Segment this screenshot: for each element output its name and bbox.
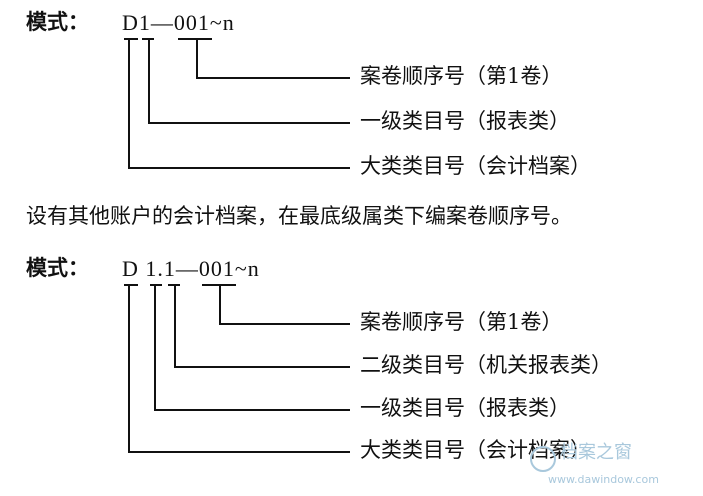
underline-level1-2 [150,284,162,286]
diagram1-row-level1: 一级类目号（报表类） [360,109,570,133]
diagram2-row-level2: 二级类目号（机关报表类） [360,353,612,377]
diagram2-row-level1: 一级类目号（报表类） [360,396,570,420]
connector-h-serial-2 [219,323,350,325]
connector-v-level1-1 [148,38,150,123]
diagram2-row-major: 大类类目号（会计档案） [360,438,591,462]
connector-v-serial-2 [219,284,221,324]
mode-label-2: 模式： [26,256,89,280]
watermark-url: www.dawindow.com [548,473,659,486]
watermark-logo-icon [530,446,556,472]
underline-serial-1 [178,38,212,40]
underline-d-2 [124,284,138,286]
connector-h-major-2 [128,451,350,453]
diagram2-row-serial: 案卷顺序号（第1卷） [360,310,563,334]
connector-v-level2-2 [174,284,176,367]
diagram1-row-major: 大类类目号（会计档案） [360,154,591,178]
watermark-brand: 档案之窗 [560,442,632,463]
connector-h-level2-2 [174,366,350,368]
mode-label-1: 模式： [26,10,89,34]
underline-d-1 [124,38,138,40]
connector-v-serial-1 [196,38,198,78]
connector-h-major-1 [128,167,350,169]
connector-h-level1-2 [154,409,350,411]
code-pattern-1: D1—001~n [122,10,235,35]
connector-h-level1-1 [148,122,350,124]
connector-h-serial-1 [196,77,350,79]
connector-v-major-1 [128,38,130,168]
connector-v-major-2 [128,284,130,452]
code-pattern-2: D 1.1—001~n [122,256,260,281]
explanation-paragraph: 设有其他账户的会计档案，在最底级属类下编案卷顺序号。 [26,204,572,228]
connector-v-level1-2 [154,284,156,410]
diagram1-row-serial: 案卷顺序号（第1卷） [360,64,563,88]
